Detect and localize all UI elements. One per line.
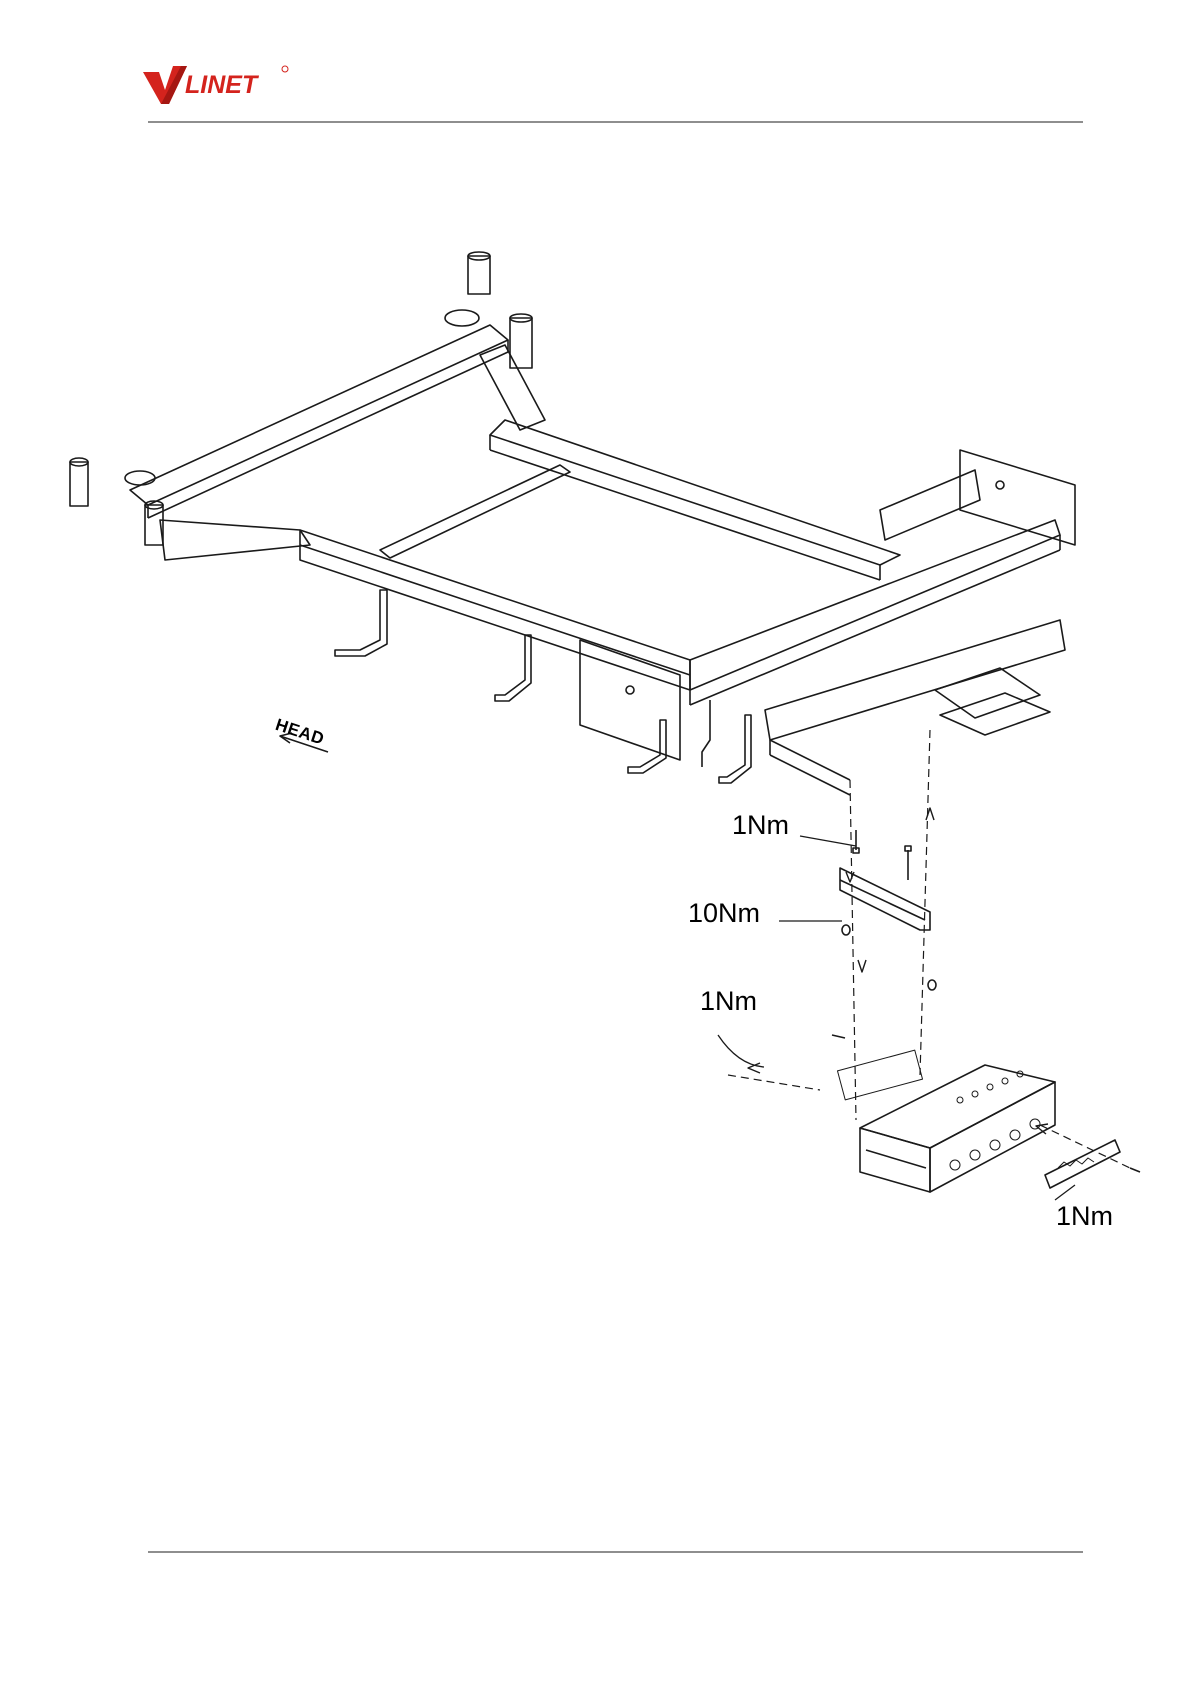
torque-label-10nm: 10Nm	[688, 900, 760, 927]
torque-label-1nm-right: 1Nm	[1056, 1203, 1113, 1230]
bed-frame-assembly-drawing	[0, 230, 1191, 1230]
main-rail-upper	[490, 420, 900, 580]
torque-leaders	[718, 836, 1075, 1200]
side-rail-upper	[130, 325, 508, 518]
header-rule	[148, 121, 1083, 123]
lower-tray	[765, 620, 1065, 795]
torque-label-1nm-left: 1Nm	[700, 988, 757, 1015]
exploded-view-lines	[728, 730, 1130, 1168]
foot-end-plates	[580, 450, 1075, 760]
diagonal-arms	[160, 345, 545, 560]
frame-brackets	[335, 590, 751, 783]
screws	[832, 830, 1140, 1172]
mounting-bracket	[840, 868, 930, 930]
linet-logo: LINET	[143, 62, 293, 106]
control-box	[837, 1050, 1055, 1192]
head-end-posts	[70, 252, 532, 545]
torque-label-1nm-top: 1Nm	[732, 812, 789, 839]
connector-cover-plate	[1045, 1140, 1120, 1188]
cross-bars	[380, 465, 1060, 705]
main-rail-lower	[300, 530, 690, 690]
brand-name: LINET	[185, 71, 260, 99]
footer-rule	[148, 1551, 1083, 1553]
